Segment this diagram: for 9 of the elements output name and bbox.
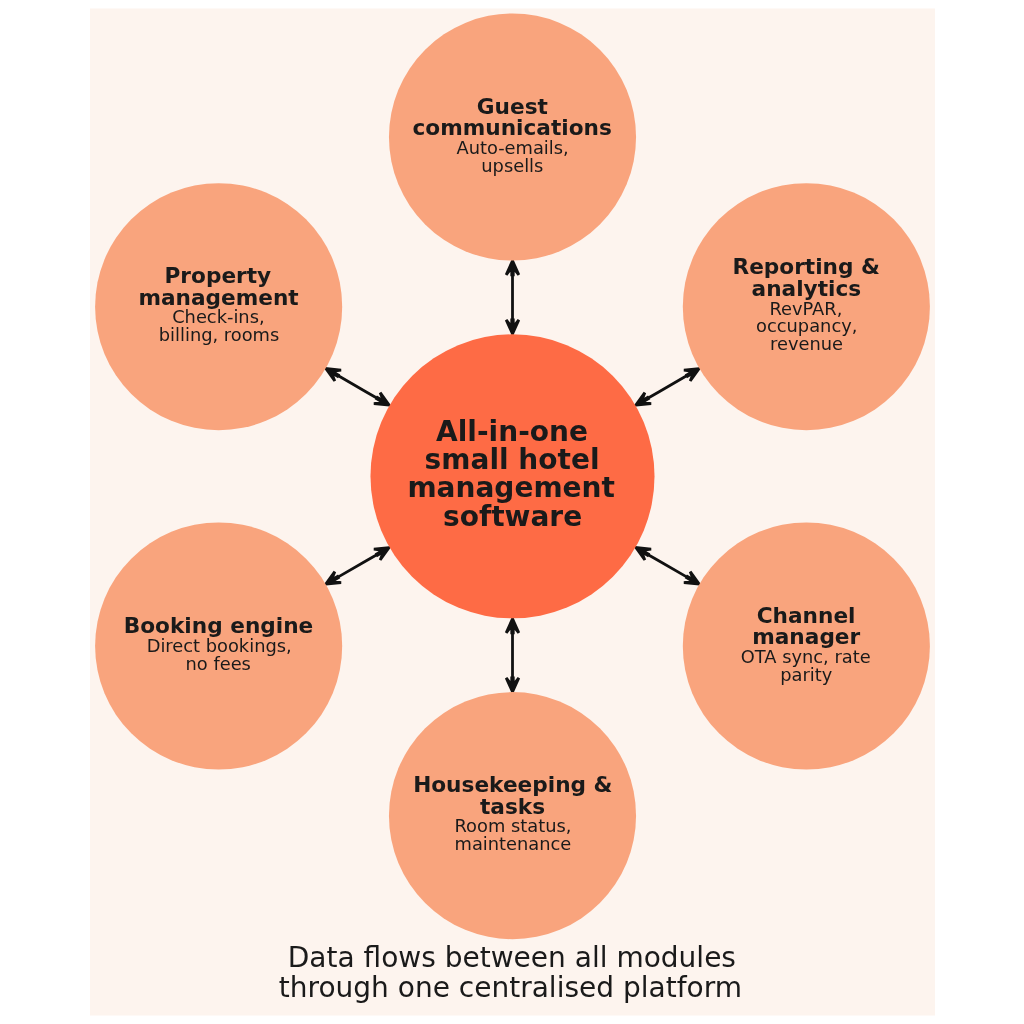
node-circle: Housekeeping & tasks Room status, maintenance (388, 692, 636, 940)
caption: Data flows between all modules through one centralised platform (278, 940, 742, 1005)
arrow (323, 367, 391, 407)
arrow (504, 617, 520, 694)
arrow (633, 546, 701, 586)
arrow (323, 546, 391, 586)
arrow (633, 367, 701, 407)
arrow (504, 259, 520, 336)
node-circle: Guest communications Auto-emails, upsells (388, 13, 636, 261)
